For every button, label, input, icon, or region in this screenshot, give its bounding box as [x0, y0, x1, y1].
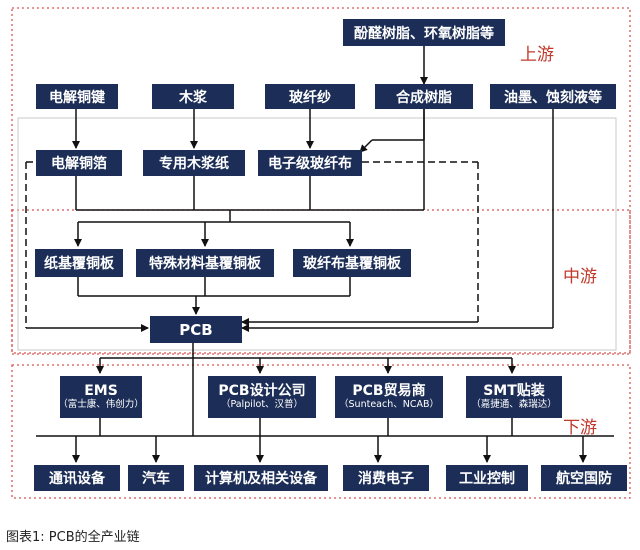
resin-box: 酚醛树脂、环氧树脂等 — [343, 19, 505, 46]
synthetic-resin-box: 合成树脂 — [375, 84, 473, 109]
pcb-design-box: PCB设计公司 （Palpilot、汉普） — [208, 376, 316, 418]
app-aerospace: 航空国防 — [541, 465, 627, 491]
app-auto: 汽车 — [128, 465, 184, 491]
copper-key-box: 电解铜键 — [36, 84, 118, 109]
pcb-box: PCB — [150, 316, 242, 343]
stage-downstream-label: 下游 — [563, 418, 597, 438]
pcb-trader-name: PCB贸易商 — [352, 383, 426, 400]
pcb-design-examples: （Palpilot、汉普） — [220, 398, 304, 410]
app-consumer: 消费电子 — [343, 465, 429, 491]
copper-foil-box: 电解铜箔 — [36, 150, 122, 176]
ems-box: EMS （富士康、伟创力） — [58, 376, 144, 418]
ems-examples: （富士康、伟创力） — [58, 398, 144, 410]
downstream-frame — [11, 364, 631, 499]
midstream-frame — [11, 209, 631, 354]
wood-paper-box: 专用木浆纸 — [143, 150, 245, 176]
glass-yarn-box: 玻纤纱 — [265, 84, 355, 109]
figure-caption: 图表1: PCB的全产业链 — [6, 530, 140, 545]
upstream-frame — [11, 7, 631, 355]
smt-name: SMT贴装 — [483, 383, 545, 400]
smt-examples: （嘉捷通、森瑞达） — [471, 398, 557, 410]
inner-frame — [17, 117, 617, 351]
smt-box: SMT贴装 （嘉捷通、森瑞达） — [466, 376, 562, 418]
glass-cloth-box: 电子级玻纤布 — [258, 150, 362, 176]
pcb-trader-examples: （Sunteach、NCAB） — [339, 398, 439, 410]
glass-laminate-box: 玻纤布基覆铜板 — [293, 249, 411, 277]
app-industrial: 工业控制 — [446, 465, 528, 491]
app-telecom: 通讯设备 — [34, 465, 120, 491]
wood-pulp-box: 木浆 — [152, 84, 234, 109]
pcb-design-name: PCB设计公司 — [218, 383, 306, 400]
stage-midstream-label: 中游 — [563, 267, 597, 287]
ems-name: EMS — [84, 383, 118, 400]
pcb-trader-box: PCB贸易商 （Sunteach、NCAB） — [335, 376, 443, 418]
app-computer: 计算机及相关设备 — [194, 465, 328, 491]
ink-etchant-box: 油墨、蚀刻液等 — [490, 84, 616, 109]
stage-upstream-label: 上游 — [520, 45, 554, 65]
paper-laminate-box: 纸基覆铜板 — [35, 249, 123, 277]
special-laminate-box: 特殊材料基覆铜板 — [136, 249, 274, 277]
